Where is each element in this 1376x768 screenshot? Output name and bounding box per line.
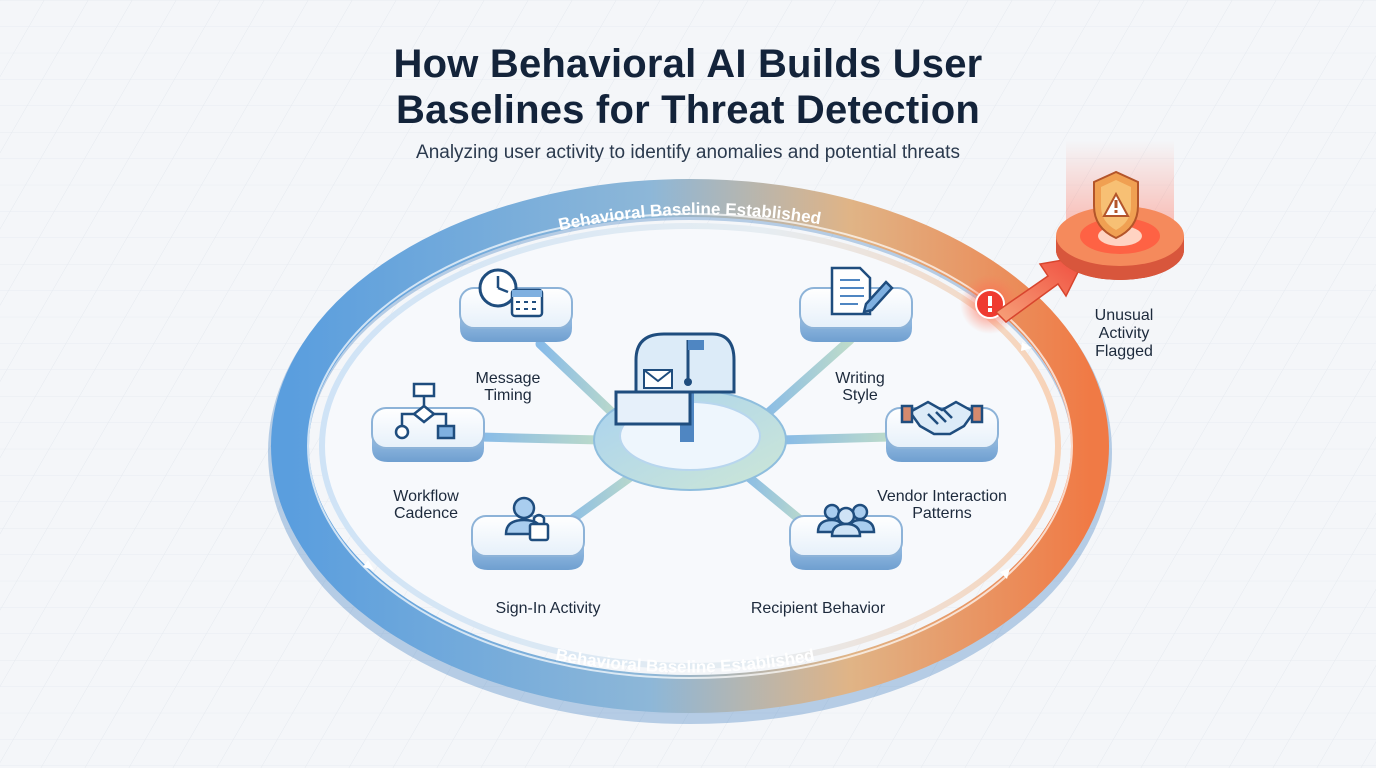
node-message-timing xyxy=(459,268,573,342)
label-message-timing-2: Timing xyxy=(484,387,531,404)
label-workflow-cadence-1: Workflow xyxy=(393,488,459,505)
node-sign-in xyxy=(471,496,585,570)
clock-calendar-icon xyxy=(478,268,544,318)
flow-arrow-icon xyxy=(363,560,374,570)
alert-label-3: Flagged xyxy=(1095,343,1153,360)
label-vendor-interaction-2: Patterns xyxy=(912,505,972,522)
label-message-timing-1: Message xyxy=(476,370,541,387)
alert-label-1: Unusual xyxy=(1095,307,1154,324)
exclamation-icon xyxy=(988,296,992,312)
node-recipient xyxy=(789,503,903,570)
document-pen-icon xyxy=(830,266,894,316)
label-vendor-interaction-1: Vendor Interaction xyxy=(877,488,1007,505)
subtitle: Analyzing user activity to identify anom… xyxy=(416,142,960,163)
user-lock-icon xyxy=(504,496,550,542)
label-sign-in: Sign-In Activity xyxy=(496,600,601,617)
flow-arrow-icon xyxy=(1021,342,1032,351)
node-workflow-cadence xyxy=(371,382,485,462)
alert-arrow xyxy=(994,255,1088,323)
node-writing-style xyxy=(799,266,913,342)
label-recipient: Recipient Behavior xyxy=(751,600,886,617)
title-line-2: Baselines for Threat Detection xyxy=(396,88,980,132)
group-icon xyxy=(816,503,876,538)
alert-label-2: Activity xyxy=(1099,325,1150,342)
label-writing-style-2: Style xyxy=(842,387,878,404)
flow-arrow-icon xyxy=(1000,568,1010,579)
label-workflow-cadence-2: Cadence xyxy=(394,505,458,522)
mailbox-icon xyxy=(614,332,736,442)
node-vendor-interaction xyxy=(885,400,999,462)
handshake-icon xyxy=(900,400,984,436)
title-line-1: How Behavioral AI Builds User xyxy=(393,42,983,86)
warning-shield-icon xyxy=(1093,170,1139,240)
flowchart-icon xyxy=(394,382,456,440)
label-writing-style-1: Writing xyxy=(835,370,885,387)
